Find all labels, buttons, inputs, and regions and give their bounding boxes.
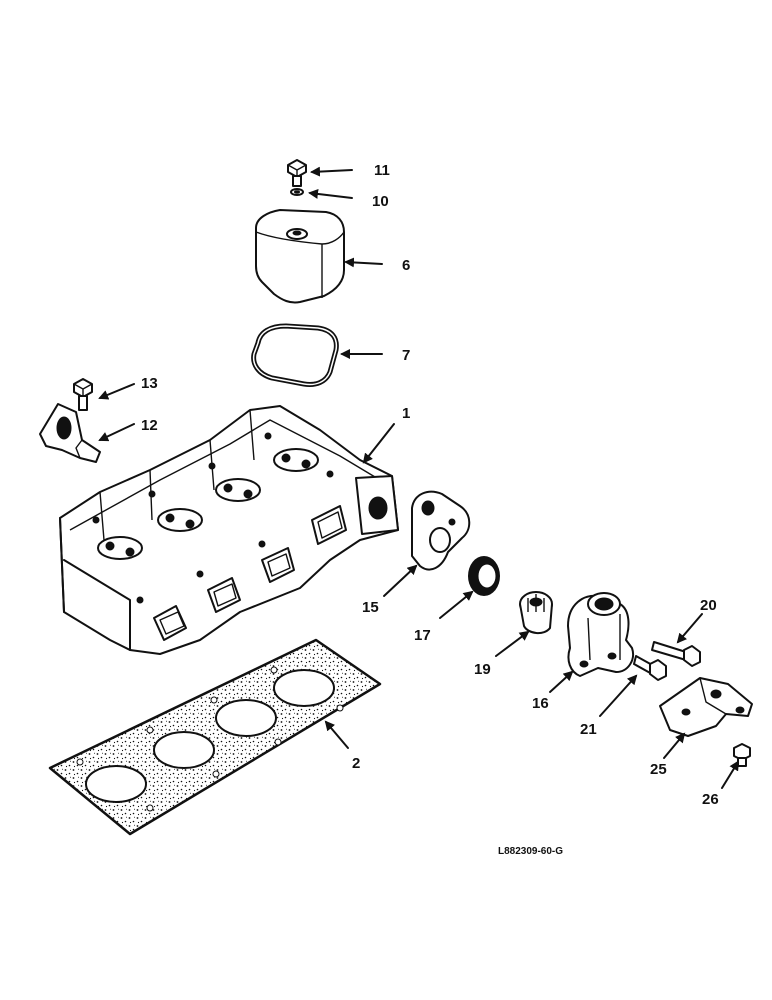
thermostat-seal — [468, 556, 500, 596]
housing-gasket — [411, 490, 471, 571]
callout-19: 19 — [474, 661, 491, 678]
callout-26: 26 — [702, 791, 719, 808]
callout-16: 16 — [532, 695, 549, 712]
lifting-bracket — [39, 403, 101, 463]
long-bolt — [651, 641, 701, 667]
short-bolt — [633, 655, 667, 681]
thermostat — [519, 591, 553, 634]
callout-17: 17 — [414, 627, 431, 644]
callout-7: 7 — [402, 347, 410, 364]
callout-13: 13 — [141, 375, 158, 392]
callout-11: 11 — [374, 162, 390, 179]
callout-21: 21 — [580, 721, 597, 738]
lifting-bracket-bolt — [73, 378, 93, 411]
callout-20: 20 — [700, 597, 717, 614]
callout-1: 1 — [402, 405, 410, 422]
support-bracket — [659, 677, 753, 737]
callout-2: 2 — [352, 755, 360, 772]
drawing-reference-code: L882309-60-G — [498, 846, 563, 857]
head-gasket — [48, 638, 382, 836]
callout-12: 12 — [141, 417, 158, 434]
cylinder-head — [59, 405, 399, 655]
thermostat-housing — [567, 592, 634, 677]
callout-25: 25 — [650, 761, 667, 778]
cover-gasket — [251, 323, 339, 387]
leader-lines — [98, 166, 740, 789]
sealing-washer — [290, 188, 304, 196]
cover-bolt — [287, 159, 307, 187]
valve-cover — [255, 209, 345, 304]
callout-15: 15 — [362, 599, 379, 616]
callout-6: 6 — [402, 257, 410, 274]
callout-10: 10 — [372, 193, 389, 210]
